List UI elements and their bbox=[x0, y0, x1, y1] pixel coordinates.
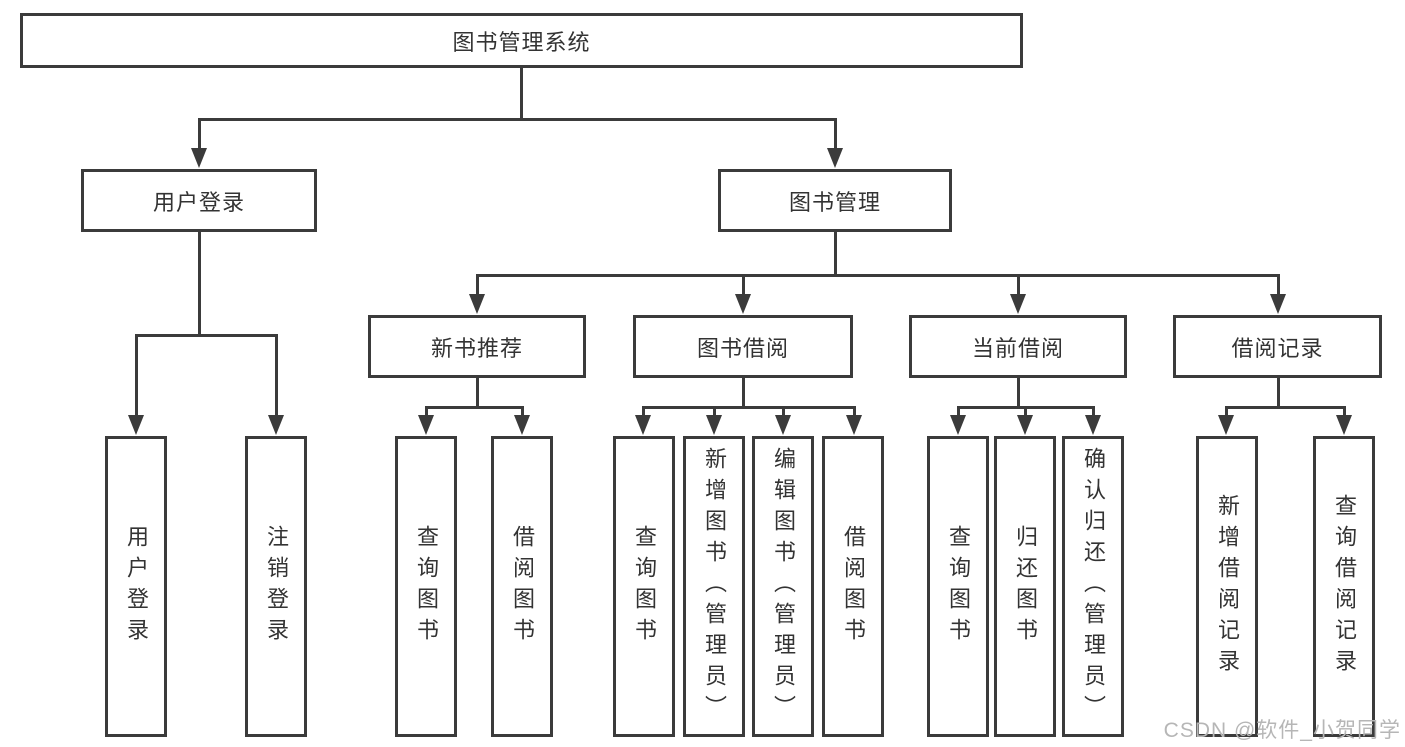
node-label: 查询图书 bbox=[632, 524, 657, 649]
node-user-login: 用户登录 bbox=[81, 169, 317, 232]
node-label: 查询借阅记录 bbox=[1332, 493, 1357, 680]
node-system: 图书管理系统 bbox=[20, 13, 1023, 68]
node-leaf-return-book: 归还图书 bbox=[994, 436, 1056, 737]
connector-arrow-shaft bbox=[1023, 407, 1027, 416]
connector-arrow-shaft bbox=[274, 335, 278, 416]
node-label: 图书管理 bbox=[788, 189, 881, 215]
node-label: 注销登录 bbox=[264, 524, 289, 649]
node-book-borrow: 图书借阅 bbox=[633, 315, 853, 378]
connector-arrow-shaft bbox=[475, 275, 479, 295]
node-label: 图书借阅 bbox=[696, 335, 789, 361]
node-current-borrow: 当前借阅 bbox=[909, 315, 1127, 378]
connector-arrowhead-icon bbox=[635, 415, 651, 435]
node-label: 用户登录 bbox=[124, 524, 149, 649]
node-label: 当前借阅 bbox=[971, 335, 1064, 361]
node-leaf-borrow-books-1: 借阅图书 bbox=[491, 436, 553, 737]
connector-arrow-shaft bbox=[1016, 275, 1020, 295]
connector-arrow-shaft bbox=[956, 407, 960, 416]
node-label: 查询图书 bbox=[414, 524, 439, 649]
connector-arrowhead-icon bbox=[191, 148, 207, 168]
connector-arrow-shaft bbox=[1342, 407, 1346, 416]
connector-arrowhead-icon bbox=[1218, 415, 1234, 435]
connector-arrowhead-icon bbox=[1017, 415, 1033, 435]
node-label: 查询图书 bbox=[946, 524, 971, 649]
node-leaf-query-books-2: 查询图书 bbox=[613, 436, 675, 737]
node-leaf-edit-book-admin: 编辑图书（管理员） bbox=[752, 436, 814, 737]
connector-arrowhead-icon bbox=[735, 294, 751, 314]
connector-arrowhead-icon bbox=[418, 415, 434, 435]
node-label: 新书推荐 bbox=[430, 335, 523, 361]
connector-arrowhead-icon bbox=[950, 415, 966, 435]
node-label: 新增图书（管理员） bbox=[702, 447, 727, 726]
connector-arrowhead-icon bbox=[1270, 294, 1286, 314]
connector-hline bbox=[197, 117, 837, 121]
node-leaf-borrow-books-2: 借阅图书 bbox=[822, 436, 884, 737]
connector-arrow-shaft bbox=[781, 407, 785, 416]
node-leaf-add-book-admin: 新增图书（管理员） bbox=[683, 436, 745, 737]
connector-vline bbox=[1276, 378, 1280, 409]
connector-arrow-shaft bbox=[520, 407, 524, 416]
connector-arrowhead-icon bbox=[1085, 415, 1101, 435]
connector-arrow-shaft bbox=[1224, 407, 1228, 416]
connector-arrow-shaft bbox=[741, 275, 745, 295]
node-leaf-add-borrow-record: 新增借阅记录 bbox=[1196, 436, 1258, 737]
node-new-book-recommend: 新书推荐 bbox=[368, 315, 586, 378]
connector-hline bbox=[424, 405, 524, 409]
watermark: CSDN @软件_小贺同学 bbox=[1163, 719, 1401, 742]
connector-vline bbox=[519, 68, 523, 121]
connector-arrow-shaft bbox=[852, 407, 856, 416]
node-label: 编辑图书（管理员） bbox=[771, 447, 796, 726]
node-label: 图书管理系统 bbox=[452, 29, 591, 55]
node-leaf-query-books-1: 查询图书 bbox=[395, 436, 457, 737]
connector-arrowhead-icon bbox=[1010, 294, 1026, 314]
node-label: 借阅记录 bbox=[1231, 335, 1324, 361]
node-book-management: 图书管理 bbox=[718, 169, 952, 232]
node-label: 归还图书 bbox=[1013, 524, 1038, 649]
node-leaf-query-borrow-record: 查询借阅记录 bbox=[1313, 436, 1375, 737]
connector-arrowhead-icon bbox=[706, 415, 722, 435]
connector-arrow-shaft bbox=[1276, 275, 1280, 295]
node-leaf-logout: 注销登录 bbox=[245, 436, 307, 737]
node-leaf-query-books-3: 查询图书 bbox=[927, 436, 989, 737]
connector-arrow-shaft bbox=[1091, 407, 1095, 416]
connector-arrowhead-icon bbox=[128, 415, 144, 435]
connector-arrow-shaft bbox=[197, 119, 201, 149]
connector-hline bbox=[1224, 405, 1346, 409]
connector-vline bbox=[833, 232, 837, 277]
node-leaf-user-login: 用户登录 bbox=[105, 436, 167, 737]
node-label: 确认归还（管理员） bbox=[1081, 447, 1106, 726]
node-label: 新增借阅记录 bbox=[1215, 493, 1240, 680]
connector-arrow-shaft bbox=[712, 407, 716, 416]
connector-arrowhead-icon bbox=[1336, 415, 1352, 435]
connector-arrow-shaft bbox=[134, 335, 138, 416]
connector-hline bbox=[641, 405, 856, 409]
connector-arrowhead-icon bbox=[846, 415, 862, 435]
connector-arrowhead-icon bbox=[514, 415, 530, 435]
connector-arrowhead-icon bbox=[469, 294, 485, 314]
connector-vline bbox=[741, 378, 745, 409]
node-borrow-record: 借阅记录 bbox=[1173, 315, 1382, 378]
connector-arrowhead-icon bbox=[827, 148, 843, 168]
node-label: 借阅图书 bbox=[841, 524, 866, 649]
connector-vline bbox=[475, 378, 479, 409]
node-label: 用户登录 bbox=[152, 189, 245, 215]
connector-arrow-shaft bbox=[641, 407, 645, 416]
connector-arrow-shaft bbox=[833, 119, 837, 149]
connector-hline bbox=[134, 333, 278, 337]
connector-hline bbox=[475, 273, 1280, 277]
node-label: 借阅图书 bbox=[510, 524, 535, 649]
connector-vline bbox=[197, 232, 201, 337]
node-leaf-confirm-return-admin: 确认归还（管理员） bbox=[1062, 436, 1124, 737]
connector-arrowhead-icon bbox=[775, 415, 791, 435]
connector-vline bbox=[1016, 378, 1020, 409]
connector-arrowhead-icon bbox=[268, 415, 284, 435]
connector-arrow-shaft bbox=[424, 407, 428, 416]
